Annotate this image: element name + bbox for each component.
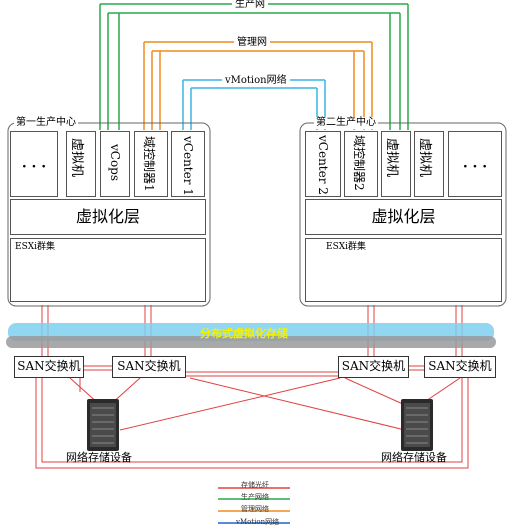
distributed-storage-label: 分布式虚拟化存储	[200, 327, 288, 340]
legend-production: 生产网络	[241, 493, 269, 501]
center2-vm-dc2: 域控制器2	[344, 131, 378, 197]
legend-fiber: 存储光纤	[241, 481, 269, 489]
center1-title: 第一生产中心	[14, 117, 78, 129]
vmotion-network-lines	[182, 79, 326, 130]
san-switch-3: SAN交换机	[338, 356, 409, 378]
vmotion-network-title: vMotion网络	[222, 75, 290, 87]
center2-virtualization-layer: 虚拟化层	[305, 199, 502, 235]
legend-vmotion: vMotion网络	[236, 518, 280, 526]
center1-vm-vcops: vCops	[100, 131, 130, 197]
center1-virtualization-layer: 虚拟化层	[10, 199, 206, 235]
center2-vm-vm1: 虚拟机	[381, 131, 411, 197]
center1-vm-dc1: 域控制器1	[134, 131, 168, 197]
center1-esxi-cluster: ESXi群集	[10, 238, 206, 302]
storage-device-1-label: 网络存储设备	[66, 451, 132, 464]
san-switch-2: SAN交换机	[112, 356, 186, 378]
center1-vm-vm: 虚拟机	[66, 131, 96, 197]
management-network-title: 管理网	[234, 37, 270, 49]
storage-icons	[87, 399, 433, 451]
center2-vm-vm2: 虚拟机	[414, 131, 444, 197]
center2-vm-more: · · ·	[448, 131, 502, 197]
production-network-title: 生产网	[232, 0, 268, 11]
center2-esxi-label: ESXi群集	[326, 242, 367, 252]
center2-frame	[299, 122, 507, 307]
san-switch-4: SAN交换机	[424, 356, 496, 378]
center1-vm-more: · · ·	[10, 131, 58, 197]
center2-title: 第二生产中心	[314, 117, 378, 129]
legend-management: 管理网络	[241, 505, 269, 513]
storage-device-2-label: 网络存储设备	[381, 451, 447, 464]
production-network-lines	[99, 3, 409, 130]
legend-lines	[218, 487, 290, 524]
center1-frame	[7, 122, 211, 307]
center2-esxi-cluster: ESXi群集	[305, 238, 502, 302]
center1-esxi-label: ESXi群集	[15, 242, 56, 252]
center1-vm-vcenter1: vCenter 1	[171, 131, 205, 197]
center2-vm-vcenter2: vCenter 2	[305, 131, 341, 197]
san-switch-1: SAN交换机	[14, 356, 84, 378]
